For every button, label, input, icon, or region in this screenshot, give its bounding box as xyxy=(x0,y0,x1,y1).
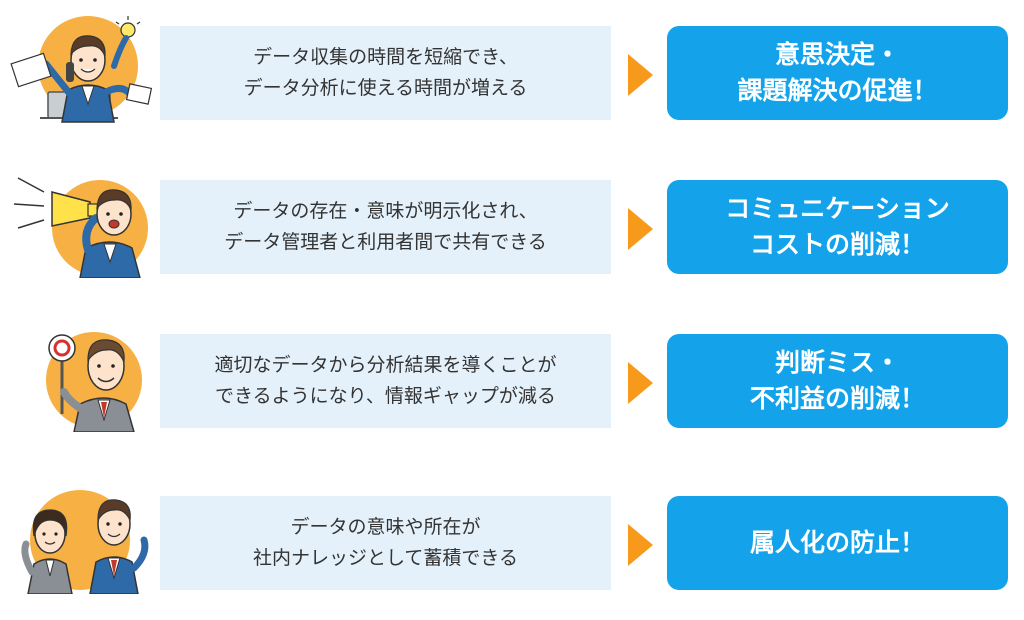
description-line: 適切なデータから分析結果を導くことが xyxy=(214,354,557,376)
arrow-right-icon xyxy=(628,208,653,250)
sign-holding-man-icon xyxy=(10,322,160,432)
busy-businessman-icon xyxy=(10,14,160,124)
benefit-result: 属人化の防止！ xyxy=(667,496,1008,590)
arrow-right-icon xyxy=(628,362,653,404)
business-pair-icon xyxy=(10,484,160,594)
description-line: データ分析に使える時間が増える xyxy=(243,77,528,99)
result-line: 判断ミス・ xyxy=(774,348,900,377)
result-line: 意思決定・ xyxy=(774,40,900,69)
description-line: データ管理者と利用者間で共有できる xyxy=(224,231,547,253)
description-line: できるようになり、情報ギャップが減る xyxy=(215,385,556,407)
arrow-right-icon xyxy=(628,524,653,566)
benefit-result: コミュニケーション コストの削減！ xyxy=(667,180,1008,274)
result-line: 属人化の防止！ xyxy=(749,528,925,557)
description-line: データの存在・意味が明示化され、 xyxy=(233,200,538,222)
benefit-row: 適切なデータから分析結果を導くことが できるようになり、情報ギャップが減る 判断… xyxy=(0,322,1024,432)
description-line: データ収集の時間を短縮でき、 xyxy=(253,46,518,68)
description-line: 社内ナレッジとして蓄積できる xyxy=(252,547,519,569)
benefit-row: データの存在・意味が明示化され、 データ管理者と利用者間で共有できる コミュニケ… xyxy=(0,168,1024,278)
benefit-description: データの意味や所在が 社内ナレッジとして蓄積できる xyxy=(160,496,611,590)
benefit-result: 意思決定・ 課題解決の促進！ xyxy=(667,26,1008,120)
benefit-description: データ収集の時間を短縮でき、 データ分析に使える時間が増える xyxy=(160,26,611,120)
result-line: 課題解決の促進！ xyxy=(737,76,938,105)
result-line: コミュニケーション xyxy=(725,194,950,223)
benefit-description: 適切なデータから分析結果を導くことが できるようになり、情報ギャップが減る xyxy=(160,334,611,428)
benefit-description: データの存在・意味が明示化され、 データ管理者と利用者間で共有できる xyxy=(160,180,611,274)
description-line: データの意味や所在が xyxy=(290,516,481,538)
benefit-result: 判断ミス・ 不利益の削減！ xyxy=(667,334,1008,428)
benefit-row: データの意味や所在が 社内ナレッジとして蓄積できる 属人化の防止！ xyxy=(0,484,1024,594)
result-line: 不利益の削減！ xyxy=(749,384,925,413)
arrow-right-icon xyxy=(628,54,653,96)
benefit-row: データ収集の時間を短縮でき、 データ分析に使える時間が増える 意思決定・ 課題解… xyxy=(0,14,1024,124)
megaphone-man-icon xyxy=(10,168,160,278)
result-line: コストの削減！ xyxy=(749,230,925,259)
